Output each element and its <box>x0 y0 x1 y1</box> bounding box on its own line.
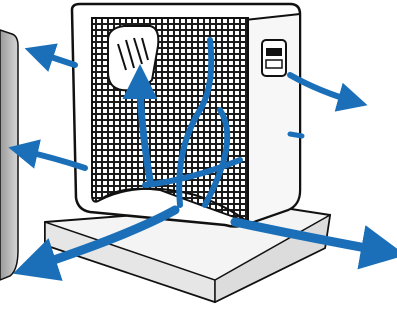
airflow-arrow <box>12 205 180 281</box>
airflow-arrow <box>24 43 78 72</box>
airflow-arrow <box>230 217 397 270</box>
airflow-arrow <box>142 157 243 188</box>
airflow-arrows <box>8 37 397 281</box>
airflow-arrow <box>8 139 88 171</box>
control-panel-icon <box>261 39 287 77</box>
airflow-arrow <box>287 131 305 139</box>
adjacent-unit <box>0 29 19 281</box>
airflow-arrow <box>122 64 158 184</box>
vent-icon <box>107 25 160 92</box>
airflow-arrow <box>287 72 368 112</box>
airflow-arrow <box>202 107 231 208</box>
